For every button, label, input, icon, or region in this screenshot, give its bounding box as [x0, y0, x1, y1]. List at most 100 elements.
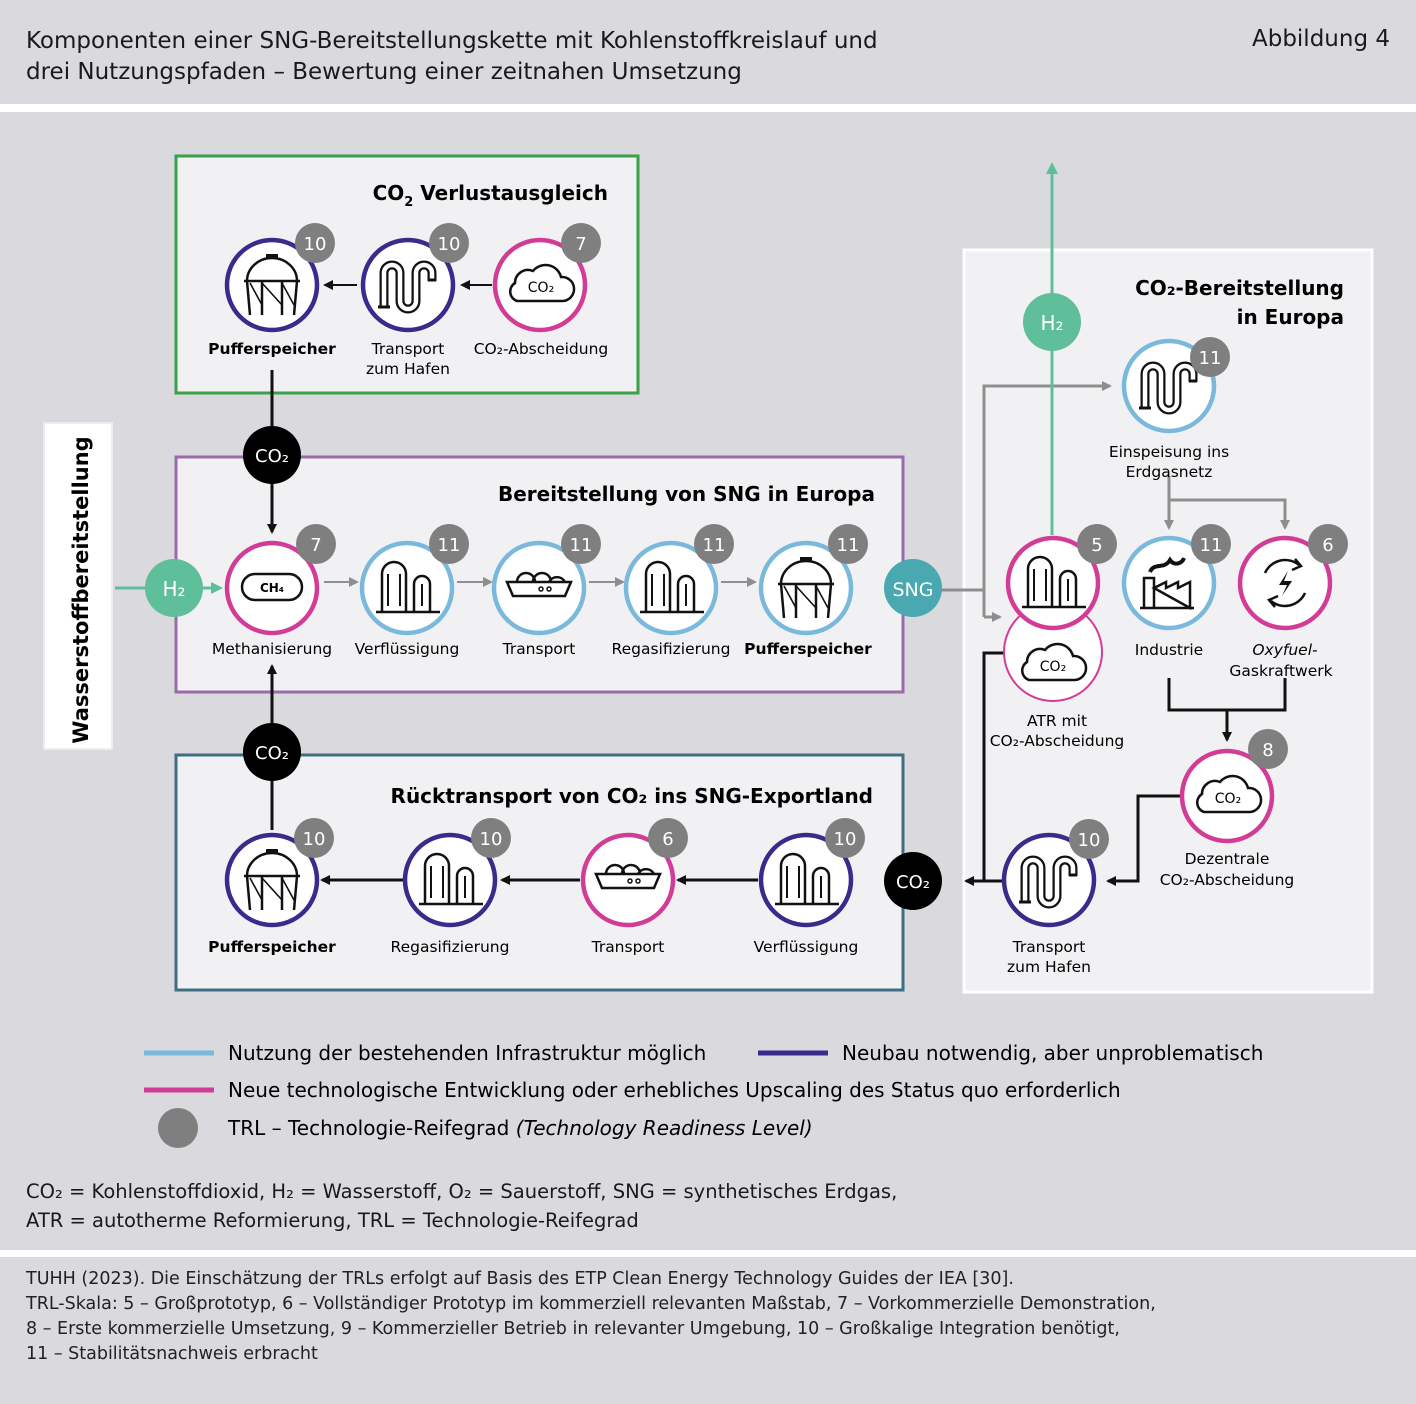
- trl-badge: [1248, 729, 1288, 769]
- node-label: Transport: [591, 938, 665, 956]
- node-label-2: CO₂-Abscheidung: [990, 732, 1125, 750]
- h2-flow-label: H₂: [162, 577, 185, 601]
- node-methanation: CH₄ 7 Methanisierung: [212, 524, 336, 658]
- node-circle: [1179, 748, 1275, 844]
- node-label-1: Transport: [371, 340, 445, 358]
- legend-trl-badge: [158, 1108, 198, 1148]
- footer-band: [0, 1257, 1416, 1404]
- header-band: Komponenten einer SNG-Bereitstellungsket…: [0, 0, 1416, 104]
- legend-existing: Nutzung der bestehenden Infrastruktur mö…: [228, 1041, 706, 1065]
- trl-value: 10: [303, 829, 326, 850]
- node-label: CO₂-Abscheidung: [474, 340, 609, 358]
- node-oxyfuel: 6 Oxyfuel- Gaskraftwerk: [1229, 524, 1348, 680]
- co2-flow-circle-bottom: [243, 723, 301, 781]
- node-label-2: Gaskraftwerk: [1229, 662, 1332, 680]
- trl-value: 6: [662, 829, 673, 850]
- node-return-liquefaction: 10 Verflüssigung: [754, 818, 865, 956]
- ch4-label: CH₄: [260, 581, 284, 595]
- node-atr: CO₂ 5 ATR mit CO₂-Abscheidung: [990, 524, 1125, 750]
- node-decentral-capture: CO₂ 8 Dezentrale CO₂-Abscheidung: [1160, 729, 1295, 889]
- trl-value: 10: [304, 234, 327, 255]
- co2-flow-circle-right: [884, 852, 942, 910]
- sng-box-title: Bereitstellung von SNG in Europa: [498, 482, 875, 506]
- node-label-2: CO₂-Abscheidung: [1160, 871, 1295, 889]
- trl-badge: [825, 818, 865, 858]
- co2-flow-label-top: CO₂: [255, 446, 289, 467]
- trl-value: 11: [438, 535, 461, 556]
- trl-value: 11: [570, 535, 593, 556]
- node-loss-capture: CO₂ 7 CO₂-Abscheidung: [474, 223, 609, 358]
- node-label: Methanisierung: [212, 640, 332, 658]
- trl-badge: [1308, 524, 1348, 564]
- legend-trl: TRL – Technologie-Reifegrad (Technology …: [227, 1116, 813, 1140]
- node-industry: 11 Industrie: [1121, 524, 1231, 659]
- trl-badge: [694, 524, 734, 564]
- trl-value: 6: [1322, 535, 1333, 556]
- node-return-transport: 6 Transport: [580, 818, 688, 956]
- trl-value: 11: [1200, 535, 1223, 556]
- node-label: Verflüssigung: [754, 938, 859, 956]
- trl-value: 5: [1091, 535, 1102, 556]
- figure-label: Abbildung 4: [1251, 26, 1390, 52]
- trl-badge: [429, 524, 469, 564]
- node-return-regasification: 10 Regasifizierung: [391, 818, 511, 956]
- trl-badge: [561, 524, 601, 564]
- trl-badge: [296, 524, 336, 564]
- cloud-label: CO₂: [528, 280, 554, 296]
- node-loss-transport: 10 Transport zum Hafen: [360, 223, 469, 378]
- trl-badge: [1077, 524, 1117, 564]
- node-return-buffer: 10 Pufferspeicher: [208, 818, 336, 956]
- arrow-sng-to-grid: [940, 381, 1112, 592]
- sng-flow-circle: [884, 559, 942, 617]
- node-label-1: Dezentrale: [1185, 850, 1270, 868]
- node-circle: [224, 540, 320, 636]
- node-circle: [1121, 535, 1217, 631]
- node-label-1: Einspeisung ins: [1109, 443, 1229, 461]
- source-note: TUHH (2023). Die Einschätzung der TRLs e…: [26, 1269, 1156, 1364]
- title-line-1: Komponenten einer SNG-Bereitstellungsket…: [26, 28, 878, 54]
- co2-flow-circle-top: [243, 426, 301, 484]
- node-sng-buffer: 11 Pufferspeicher: [744, 524, 872, 658]
- legend: Nutzung der bestehenden Infrastruktur mö…: [144, 1041, 1263, 1148]
- return-box-title: Rücktransport von CO₂ ins SNG-Exportland: [391, 784, 873, 808]
- node-liquefaction: 11 Verflüssigung: [355, 524, 469, 658]
- trl-badge: [471, 818, 511, 858]
- node-grid-injection: 11 Einspeisung ins Erdgasnetz: [1109, 337, 1230, 481]
- node-label-2: zum Hafen: [366, 360, 450, 378]
- node-label-1: Oxyfuel-: [1252, 641, 1318, 659]
- node-label: Pufferspeicher: [208, 938, 336, 956]
- cloud-label: CO₂: [1040, 659, 1066, 675]
- trl-badge: [561, 223, 601, 263]
- line-atr-to-port: [982, 651, 1004, 881]
- cloud-label: CO₂: [1215, 791, 1241, 807]
- trl-value: 10: [834, 829, 857, 850]
- node-regasification: 11 Regasifizierung: [612, 524, 734, 658]
- capsule-icon: [240, 572, 304, 602]
- trl-value: 7: [310, 535, 321, 556]
- trl-badge: [1069, 819, 1109, 859]
- h2-flow-circle: [145, 559, 203, 617]
- node-label: Industrie: [1135, 641, 1203, 659]
- europe-box-title-1: CO₂-Bereitstellung: [1135, 276, 1344, 300]
- side-label: Wasserstoffbereitstellung: [69, 436, 93, 743]
- legend-new-tech: Neue technologische Entwicklung oder erh…: [228, 1078, 1121, 1102]
- node-sng-transport: 11 Transport: [491, 524, 601, 658]
- trl-value: 10: [438, 234, 461, 255]
- node-label-2: zum Hafen: [1007, 958, 1091, 976]
- h2-out-label: H₂: [1040, 311, 1063, 335]
- trl-value: 7: [575, 234, 586, 255]
- node-circle: [492, 237, 588, 333]
- node-label-1: Transport: [1012, 938, 1086, 956]
- trl-value: 11: [837, 535, 860, 556]
- trl-badge: [295, 223, 335, 263]
- node-label: Regasifizierung: [612, 640, 731, 658]
- node-label: Transport: [502, 640, 576, 658]
- trl-value: 10: [1078, 830, 1101, 851]
- trl-badge: [828, 524, 868, 564]
- trl-value: 8: [1262, 740, 1273, 761]
- trl-badge: [429, 223, 469, 263]
- node-label-2: Erdgasnetz: [1126, 463, 1213, 481]
- trl-value: 11: [1199, 348, 1222, 369]
- co2-flow-label-right: CO₂: [896, 872, 930, 893]
- arrow-grid-to-oxyfuel: [1167, 476, 1290, 530]
